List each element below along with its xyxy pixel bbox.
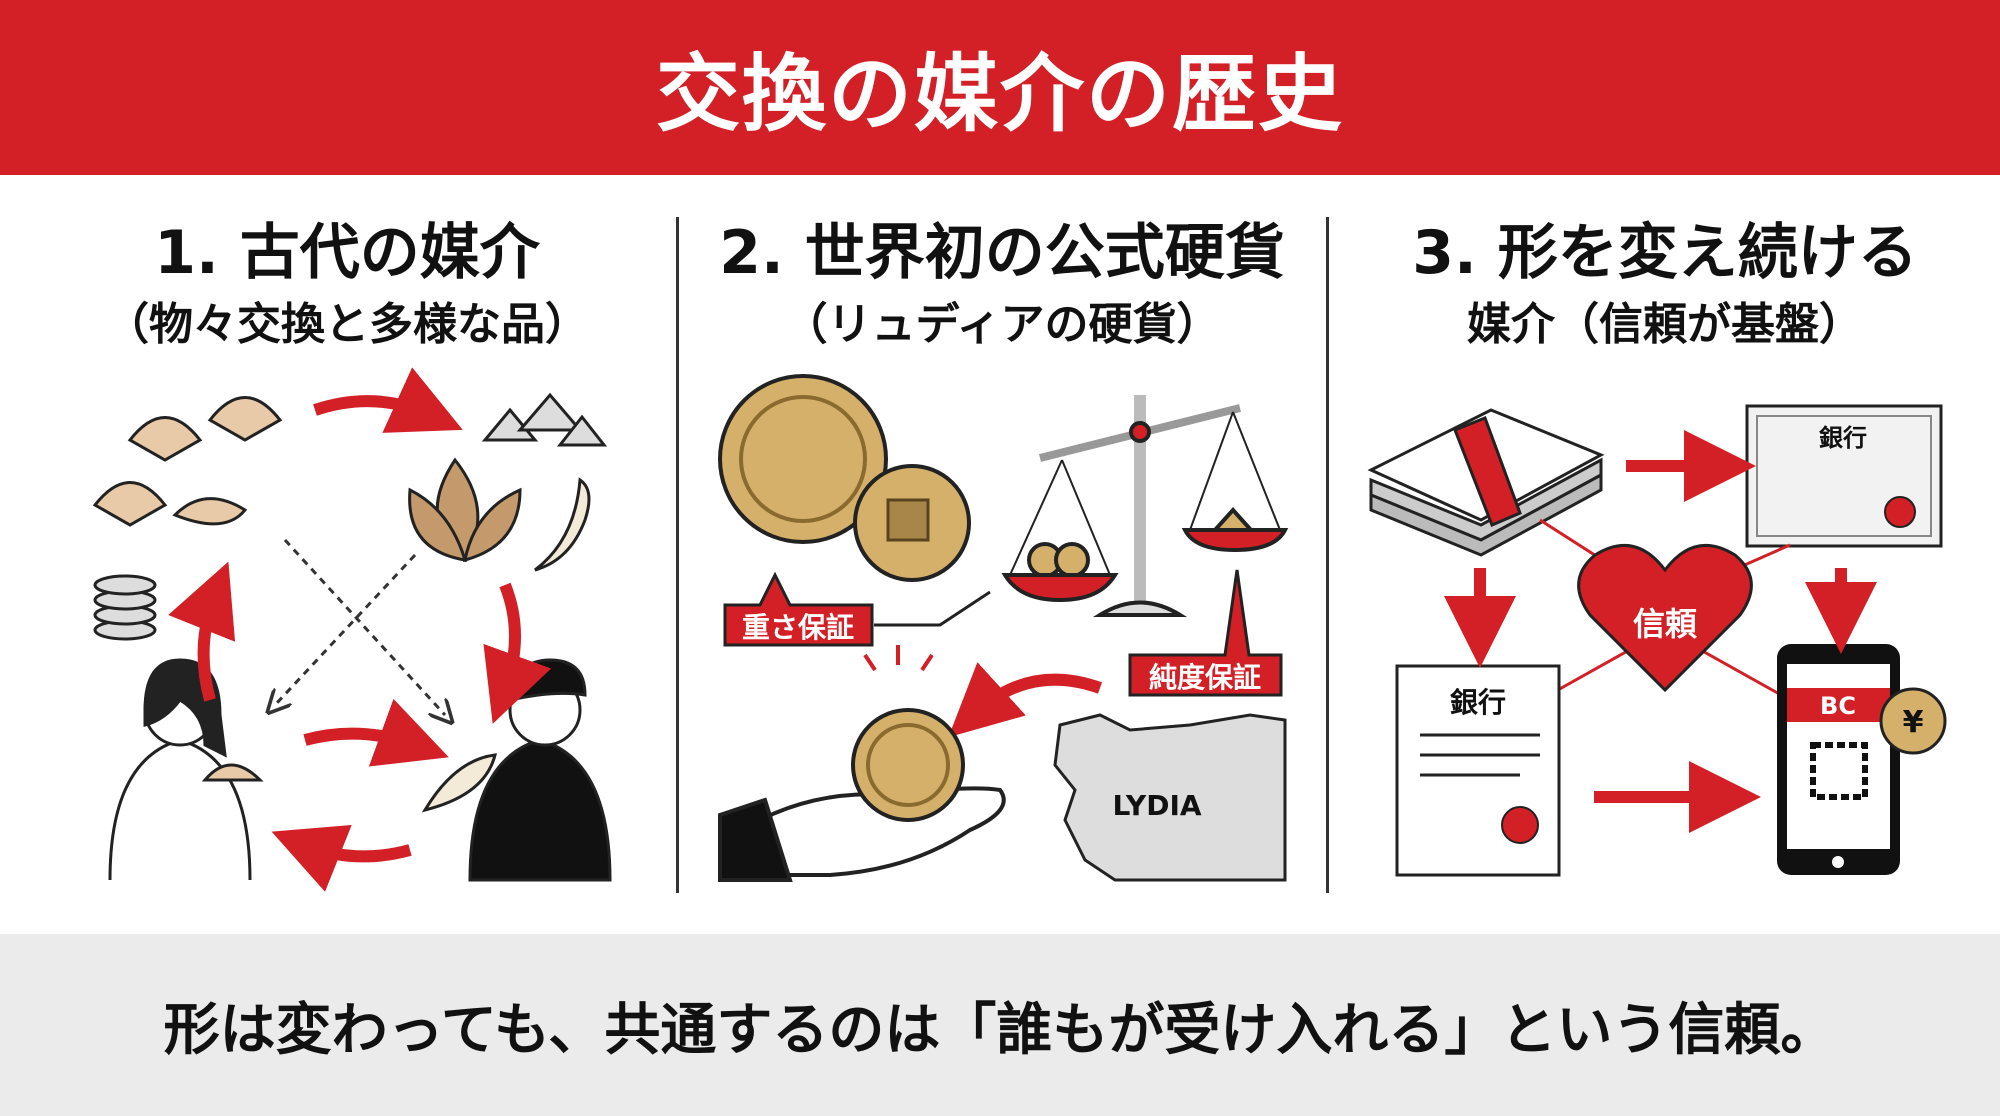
flow-arrows	[1444, 430, 1877, 833]
coin-stack-icon	[93, 574, 157, 641]
man-icon	[468, 658, 612, 882]
leaf-icon	[408, 457, 522, 563]
title-banner: 交換の媒介の歴史	[0, 0, 2000, 175]
lydia-map: LYDIA	[1053, 713, 1287, 882]
column-2-heading: 2. 世界初の公式硬貨	[719, 218, 1285, 288]
weight-guarantee-label: 重さ保証	[723, 571, 991, 647]
dashed-exchange-arrows	[275, 538, 445, 715]
column-2-subheading: （リュディアの硬貨）	[783, 299, 1221, 350]
bank-document-icon: 銀行	[1395, 664, 1561, 877]
column-3-heading: 3. 形を変え続ける	[1412, 218, 1918, 288]
column-2-title: 2. 世界初の公式硬貨 （リュディアの硬貨）	[682, 215, 1322, 359]
certificate-bank-text: 銀行	[1819, 424, 1867, 452]
phone-bc-text: BC	[1820, 692, 1856, 720]
column-3-subheading: 媒介（信頼が基盤）	[1467, 299, 1863, 350]
yen-text: ¥	[1903, 705, 1924, 740]
page-title: 交換の媒介の歴史	[655, 45, 1344, 143]
yen-coin-icon: ¥	[1879, 687, 1947, 755]
footer-message: 形は変わっても、共通するのは「誰もが受け入れる」という信頼。	[163, 997, 1837, 1063]
lion-coin-icon	[718, 374, 971, 582]
trade-goods-icon	[201, 753, 497, 813]
lydia-label: LYDIA	[1112, 789, 1201, 822]
banknote-stack-icon	[1367, 408, 1605, 557]
tooth-icon	[534, 477, 591, 572]
weight-guarantee-text: 重さ保証	[742, 611, 854, 644]
bank-certificate-icon: 銀行	[1745, 404, 1943, 548]
column-3-title: 3. 形を変え続ける 媒介（信頼が基盤）	[1345, 215, 1985, 359]
purity-guarantee-text: 純度保証	[1149, 661, 1261, 694]
trust-text: 信頼	[1633, 605, 1698, 643]
exchange-arrows	[168, 367, 552, 892]
curved-arrow	[948, 662, 1103, 738]
purity-guarantee-label: 純度保証	[1128, 569, 1283, 697]
trust-heart-icon: 信頼	[1577, 543, 1753, 693]
shine-lines	[863, 645, 934, 672]
column-1-subheading: （物々交換と多様な品）	[105, 299, 589, 350]
balance-scale-icon	[1001, 395, 1289, 617]
divider	[676, 217, 679, 893]
column-1-title: 1. 古代の媒介 （物々交換と多様な品）	[27, 215, 667, 359]
smartphone-icon: BC	[1777, 644, 1900, 875]
footer-banner: 形は変わっても、共通するのは「誰もが受け入れる」という信頼。	[0, 934, 2000, 1116]
column-1-heading: 1. 古代の媒介	[154, 218, 540, 288]
document-bank-text: 銀行	[1450, 686, 1506, 719]
divider	[1326, 217, 1329, 893]
powder-icon	[481, 392, 608, 447]
shells-icon	[92, 396, 283, 527]
hand-with-coin-icon	[718, 708, 1006, 882]
